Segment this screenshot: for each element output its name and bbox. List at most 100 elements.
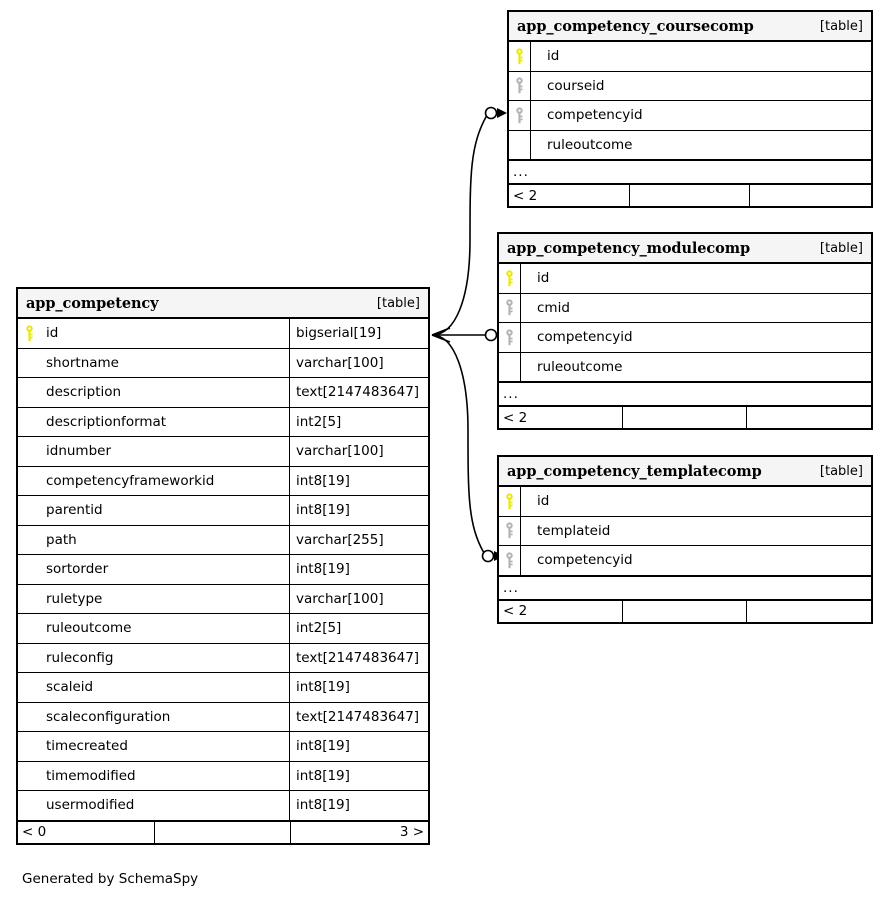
more-columns-indicator: ...	[499, 382, 871, 406]
table-title: app_competency_coursecomp	[517, 17, 754, 35]
footer-middle	[155, 821, 292, 843]
key-slot-empty	[18, 408, 40, 437]
key-slot-empty	[18, 526, 40, 555]
footer-child-count	[747, 407, 871, 428]
key-slot-empty	[18, 496, 40, 525]
table-footer: < 2	[509, 184, 871, 206]
key-slot-empty	[18, 614, 40, 643]
footer-child-count	[747, 601, 871, 622]
key-slot-empty	[18, 644, 40, 673]
key-slot-empty	[18, 467, 40, 496]
column-name: parentid	[46, 502, 103, 519]
key-slot-empty	[18, 673, 40, 702]
footer-parent-count[interactable]: < 2	[499, 600, 623, 622]
edge-competency-to-templatecomp	[431, 334, 485, 554]
primary-key-icon	[499, 487, 521, 516]
table-row[interactable]: description text[2147483647]	[18, 378, 428, 408]
column-type: int8[19]	[289, 496, 428, 525]
table-row[interactable]: ruleoutcome int2[5]	[18, 614, 428, 644]
table-row[interactable]: sortorder int8[19]	[18, 555, 428, 585]
key-slot-empty	[18, 585, 40, 614]
column-name: ruleoutcome	[547, 136, 633, 153]
generated-by-credit: Generated by SchemaSpy	[22, 871, 199, 887]
primary-key-icon	[499, 264, 521, 293]
footer-child-count	[750, 185, 871, 206]
table-row[interactable]: courseid	[509, 71, 871, 101]
table-row[interactable]: ruletype varchar[100]	[18, 584, 428, 614]
column-name: templateid	[537, 522, 611, 539]
column-type: int8[19]	[289, 555, 428, 584]
table-row[interactable]: idnumber varchar[100]	[18, 437, 428, 467]
table-row[interactable]: timemodified int8[19]	[18, 761, 428, 791]
key-slot-empty	[18, 791, 40, 820]
table-footer: < 2	[499, 406, 871, 428]
foreign-key-icon	[499, 293, 521, 322]
table-row[interactable]: ruleoutcome	[499, 352, 871, 382]
table-row[interactable]: ruleoutcome	[509, 130, 871, 160]
table-header: app_competency_coursecomp [table]	[509, 12, 871, 42]
table-row[interactable]: id	[509, 42, 871, 72]
footer-parent-count[interactable]: < 2	[499, 407, 623, 428]
primary-key-icon	[18, 319, 40, 348]
table-row[interactable]: templateid	[499, 516, 871, 546]
table-kind-label: [table]	[819, 18, 863, 34]
table-row[interactable]: id	[499, 264, 871, 294]
footer-parent-count[interactable]: < 0	[18, 821, 155, 843]
table-row[interactable]: descriptionformat int2[5]	[18, 407, 428, 437]
column-type: text[2147483647]	[289, 378, 428, 407]
table-row[interactable]: id	[499, 487, 871, 517]
column-name: sortorder	[46, 561, 109, 578]
column-name: cmid	[537, 299, 570, 316]
table-header: app_competency_templatecomp [table]	[499, 457, 871, 487]
table-row[interactable]: competencyid	[509, 101, 871, 131]
footer-parent-count[interactable]: < 2	[509, 185, 630, 206]
more-columns-indicator: ...	[499, 575, 871, 600]
table-app-competency-templatecomp[interactable]: app_competency_templatecomp [table] id	[497, 455, 873, 624]
column-name: scaleid	[46, 679, 94, 696]
crowsfoot-competency-id	[431, 327, 451, 343]
table-header: app_competency [table]	[18, 289, 428, 319]
table-row[interactable]: ruleconfig text[2147483647]	[18, 643, 428, 673]
column-name: id	[46, 325, 59, 342]
footer-middle	[630, 185, 751, 206]
key-slot-empty	[18, 762, 40, 791]
column-type: int8[19]	[289, 466, 428, 495]
column-name: scaleconfiguration	[46, 708, 171, 725]
table-row[interactable]: cmid	[499, 293, 871, 323]
endpoint-coursecomp	[484, 106, 507, 120]
table-row[interactable]: scaleid int8[19]	[18, 673, 428, 703]
table-app-competency-modulecomp[interactable]: app_competency_modulecomp [table] id	[497, 232, 873, 430]
column-type: text[2147483647]	[289, 643, 428, 672]
table-row[interactable]: id bigserial[19]	[18, 319, 428, 349]
table-kind-label: [table]	[819, 463, 863, 479]
key-slot-empty	[18, 437, 40, 466]
key-slot-empty	[18, 349, 40, 378]
column-type: int8[19]	[289, 791, 428, 820]
table-row[interactable]: scaleconfiguration text[2147483647]	[18, 702, 428, 732]
footer-child-count[interactable]: 3 >	[399, 824, 425, 840]
table-row[interactable]: competencyframeworkid int8[19]	[18, 466, 428, 496]
more-columns-indicator: ...	[509, 160, 871, 184]
table-row[interactable]: parentid int8[19]	[18, 496, 428, 526]
column-name: timecreated	[46, 738, 128, 755]
table-row[interactable]: competencyid	[499, 546, 871, 576]
table-row[interactable]: path varchar[255]	[18, 525, 428, 555]
column-type: varchar[100]	[289, 348, 428, 377]
foreign-key-icon	[499, 546, 521, 575]
column-type: int8[19]	[289, 732, 428, 761]
column-name: ruleoutcome	[46, 620, 132, 637]
column-type: int8[19]	[289, 673, 428, 702]
column-type: varchar[255]	[289, 525, 428, 554]
column-type: varchar[100]	[289, 584, 428, 613]
column-type: int2[5]	[289, 614, 428, 643]
column-name: timemodified	[46, 767, 136, 784]
table-row[interactable]: usermodified int8[19]	[18, 791, 428, 821]
table-app-competency[interactable]: app_competency [table] id bigserial[19] …	[16, 287, 430, 845]
table-row[interactable]: competencyid	[499, 323, 871, 353]
table-row[interactable]: shortname varchar[100]	[18, 348, 428, 378]
table-row[interactable]: timecreated int8[19]	[18, 732, 428, 762]
column-name: ruleoutcome	[537, 358, 623, 375]
column-name: competencyid	[537, 329, 633, 346]
table-app-competency-coursecomp[interactable]: app_competency_coursecomp [table] id	[507, 10, 873, 208]
